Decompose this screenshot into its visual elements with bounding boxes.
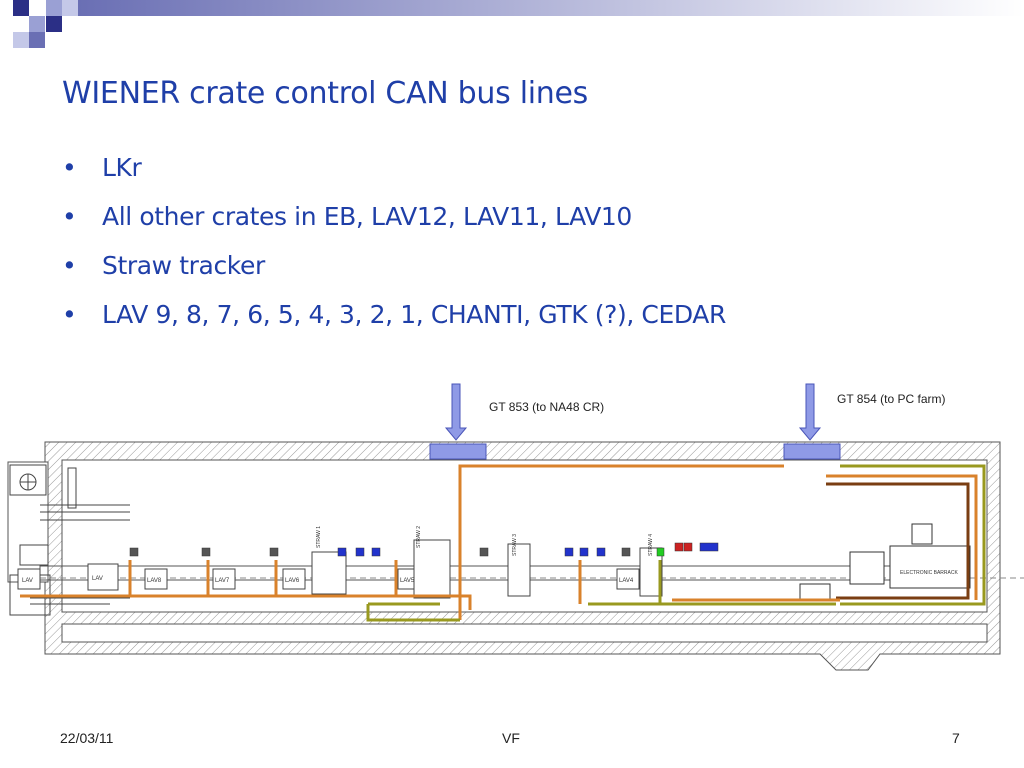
lav-label: LAV8 [147,578,162,584]
arrow-down-icon [444,383,468,441]
gt853-duct [429,443,487,460]
bullet-list: • LKr • All other crates in EB, LAV12, LAV… [62,150,726,346]
lav-label: LAV [22,578,33,584]
bullet-item: • LAV 9, 8, 7, 6, 5, 4, 3, 2, 1, CHANTI, … [62,297,726,346]
tunnel-diagram: LAV LAV LAV8 LAV7 LAV6 LAV5 LAV4 STRAW 1… [7,383,1024,671]
bullet-text: All other crates in EB, LAV12, LAV11, LA… [102,202,632,231]
straw-label: STRAW 1 [316,526,322,548]
bullet-text: LAV 9, 8, 7, 6, 5, 4, 3, 2, 1, CHANTI, G… [102,300,726,329]
lav-label: LAV4 [619,578,634,584]
lav-stations: LAV LAV LAV8 LAV7 LAV6 LAV5 LAV4 [17,563,640,591]
bullet-item: • LKr [62,150,726,199]
straw-label: STRAW 3 [512,534,518,556]
bullet-text: LKr [102,153,142,182]
lav-label: LAV7 [215,578,230,584]
barrack-label: ELECTRONIC BARRACK [900,570,958,576]
lav-label: LAV6 [285,578,300,584]
gt854-label: GT 854 (to PC farm) [837,392,946,406]
footer-author: VF [502,730,520,746]
header-decoration [13,0,1024,48]
upstream-equipment [9,464,130,616]
straw-chambers: STRAW 1 STRAW 2 STRAW 3 STRAW 4 [311,526,663,599]
straw-label: STRAW 4 [648,534,654,556]
footer-page-number: 7 [952,730,960,746]
electronic-barrack: ELECTRONIC BARRACK [799,523,971,601]
lav-label: LAV5 [400,578,415,584]
bullet-item: • All other crates in EB, LAV12, LAV11, L… [62,199,726,248]
lav-label: LAV [92,576,103,582]
slide-title: WIENER crate control CAN bus lines [62,76,588,111]
can-bus-cables [20,464,986,622]
bullet-dot: • [62,300,77,329]
arrow-down-icon [798,383,822,441]
crate-markers [129,542,719,557]
bullet-text: Straw tracker [102,251,265,280]
gt854-duct [783,443,841,460]
gt853-label: GT 853 (to NA48 CR) [489,400,605,414]
bullet-dot: • [62,153,77,182]
footer-date: 22/03/11 [60,730,114,746]
bullet-dot: • [62,202,77,231]
bullet-dot: • [62,251,77,280]
bullet-item: • Straw tracker [62,248,726,297]
straw-label: STRAW 2 [416,526,422,548]
